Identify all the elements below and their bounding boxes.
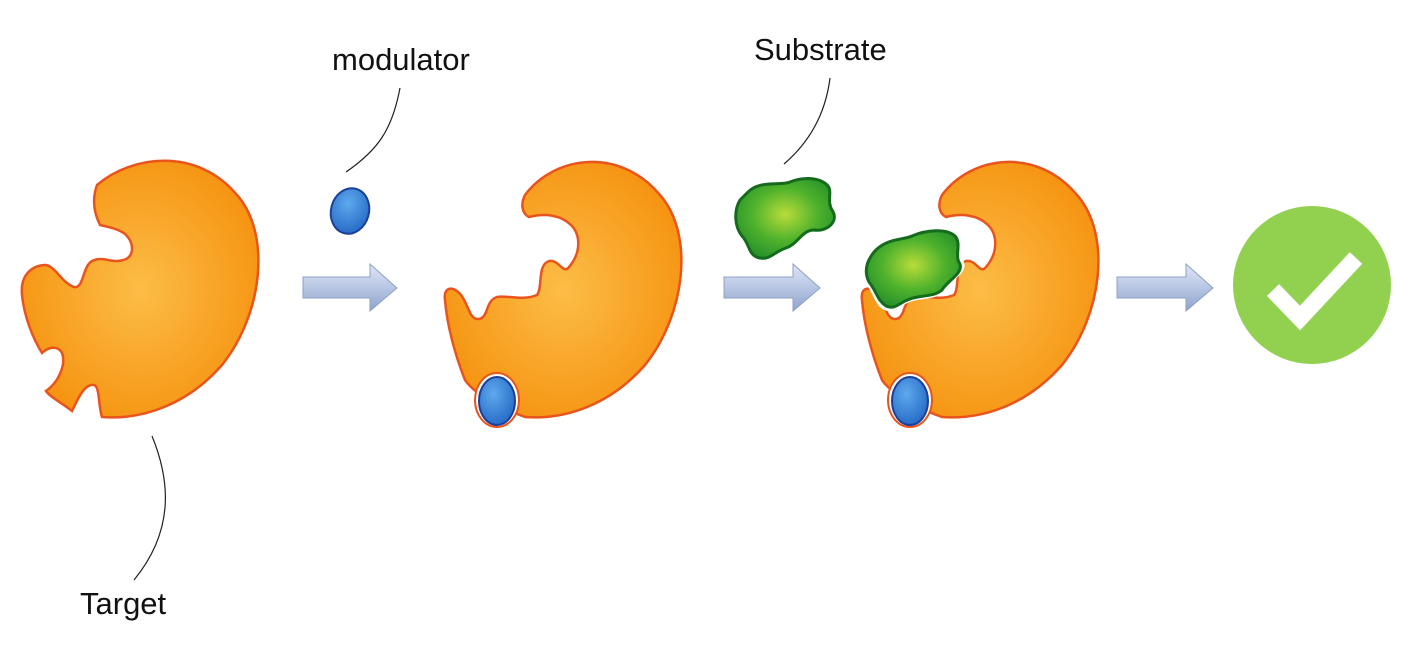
modulator-label: modulator [332,42,470,77]
bound-modulator-1 [474,372,520,428]
arrow-step-2 [723,262,821,313]
modulator-pointer-line [345,87,401,173]
bound-modulator-2 [887,372,933,428]
target-enzyme [20,159,260,419]
free-modulator [329,187,371,235]
modulated-enzyme [443,160,683,419]
free-substrate [734,177,836,260]
substrate-label: Substrate [754,32,887,67]
target-label: Target [80,586,167,621]
success-check-icon [1233,206,1391,364]
target-pointer-line [133,435,166,581]
substrate-pointer-line [783,77,831,165]
bound-substrate [862,226,965,312]
arrow-step-3 [1116,262,1214,313]
arrow-step-1 [302,262,398,313]
